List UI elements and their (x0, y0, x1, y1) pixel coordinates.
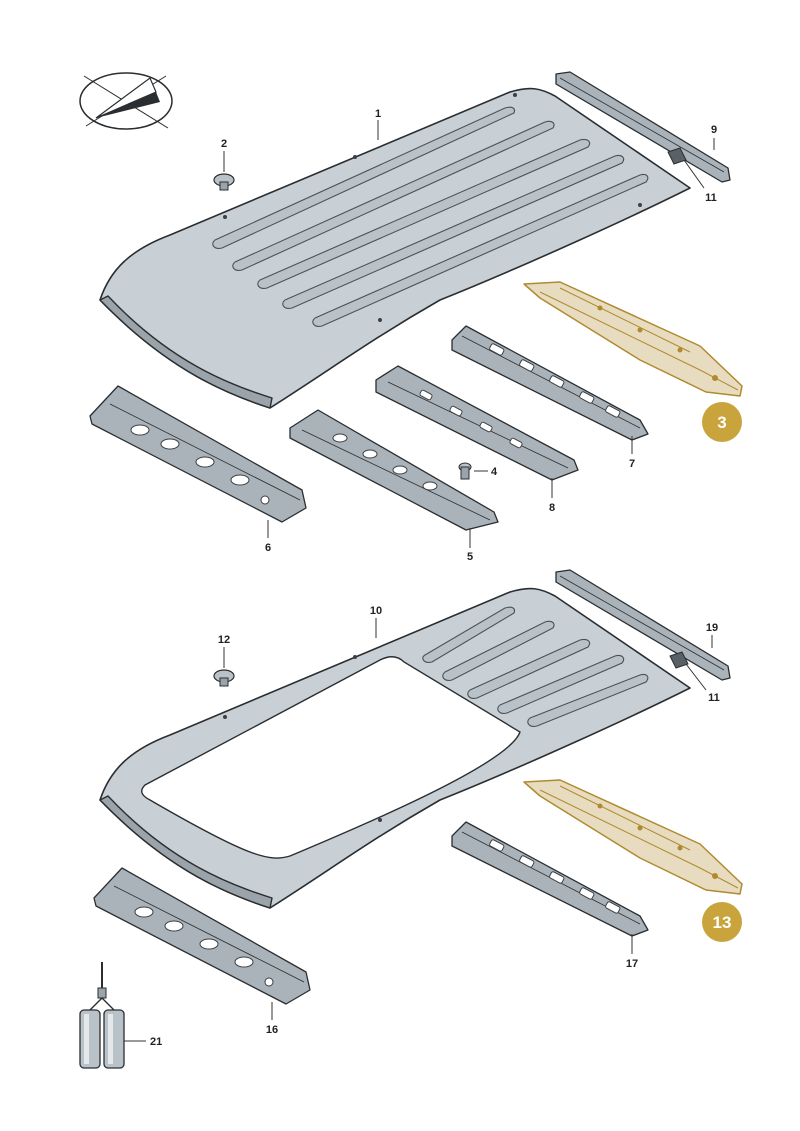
callout-2: 2 (221, 138, 227, 150)
cross-member-part-6[interactable] (89, 385, 307, 523)
callout-4: 4 (491, 466, 498, 478)
cross-member-part-7[interactable] (451, 325, 649, 441)
callout-7: 7 (629, 458, 635, 470)
roof-panel-part-1[interactable] (99, 87, 691, 409)
bolt-part-4[interactable] (458, 462, 472, 480)
callout-17: 17 (626, 958, 638, 970)
callout-16: 16 (266, 1024, 278, 1036)
badge-13[interactable]: 13 (702, 902, 742, 942)
callout-11-top: 11 (705, 192, 717, 204)
callout-9: 9 (711, 124, 717, 136)
adhesive-cartridge-part-21[interactable] (79, 962, 125, 1069)
badge-3[interactable]: 3 (702, 402, 742, 442)
callout-5: 5 (467, 551, 473, 563)
cross-member-part-13[interactable] (523, 779, 743, 895)
roof-panel-part-10[interactable] (99, 587, 691, 909)
callout-21: 21 (150, 1036, 162, 1048)
trim-strip-part-19[interactable] (555, 569, 731, 681)
cross-member-part-5[interactable] (289, 409, 499, 531)
trim-strip-part-9[interactable] (555, 71, 731, 183)
badge-13-label: 13 (713, 913, 732, 932)
callout-8: 8 (549, 502, 555, 514)
callout-11-bottom: 11 (708, 692, 720, 704)
tab-part-11-bottom[interactable] (669, 651, 689, 669)
callout-19: 19 (706, 622, 718, 634)
badge-3-label: 3 (717, 413, 726, 432)
callout-1: 1 (375, 108, 381, 120)
orientation-arrow-icon (79, 72, 173, 130)
clip-part-2[interactable] (213, 173, 235, 191)
leader-lines (124, 120, 715, 1042)
cross-member-part-3[interactable] (523, 281, 743, 397)
callout-12: 12 (218, 634, 230, 646)
tab-part-11-top[interactable] (667, 147, 687, 165)
callout-6: 6 (265, 542, 271, 554)
cross-member-part-17[interactable] (451, 821, 649, 937)
cross-member-part-16[interactable] (93, 867, 311, 1005)
callout-10: 10 (370, 605, 382, 617)
clip-part-12[interactable] (213, 669, 235, 687)
callout-labels: 1 2 9 11 7 8 4 5 6 10 12 19 11 17 16 21 (150, 108, 720, 1048)
cross-member-part-8[interactable] (375, 365, 579, 481)
